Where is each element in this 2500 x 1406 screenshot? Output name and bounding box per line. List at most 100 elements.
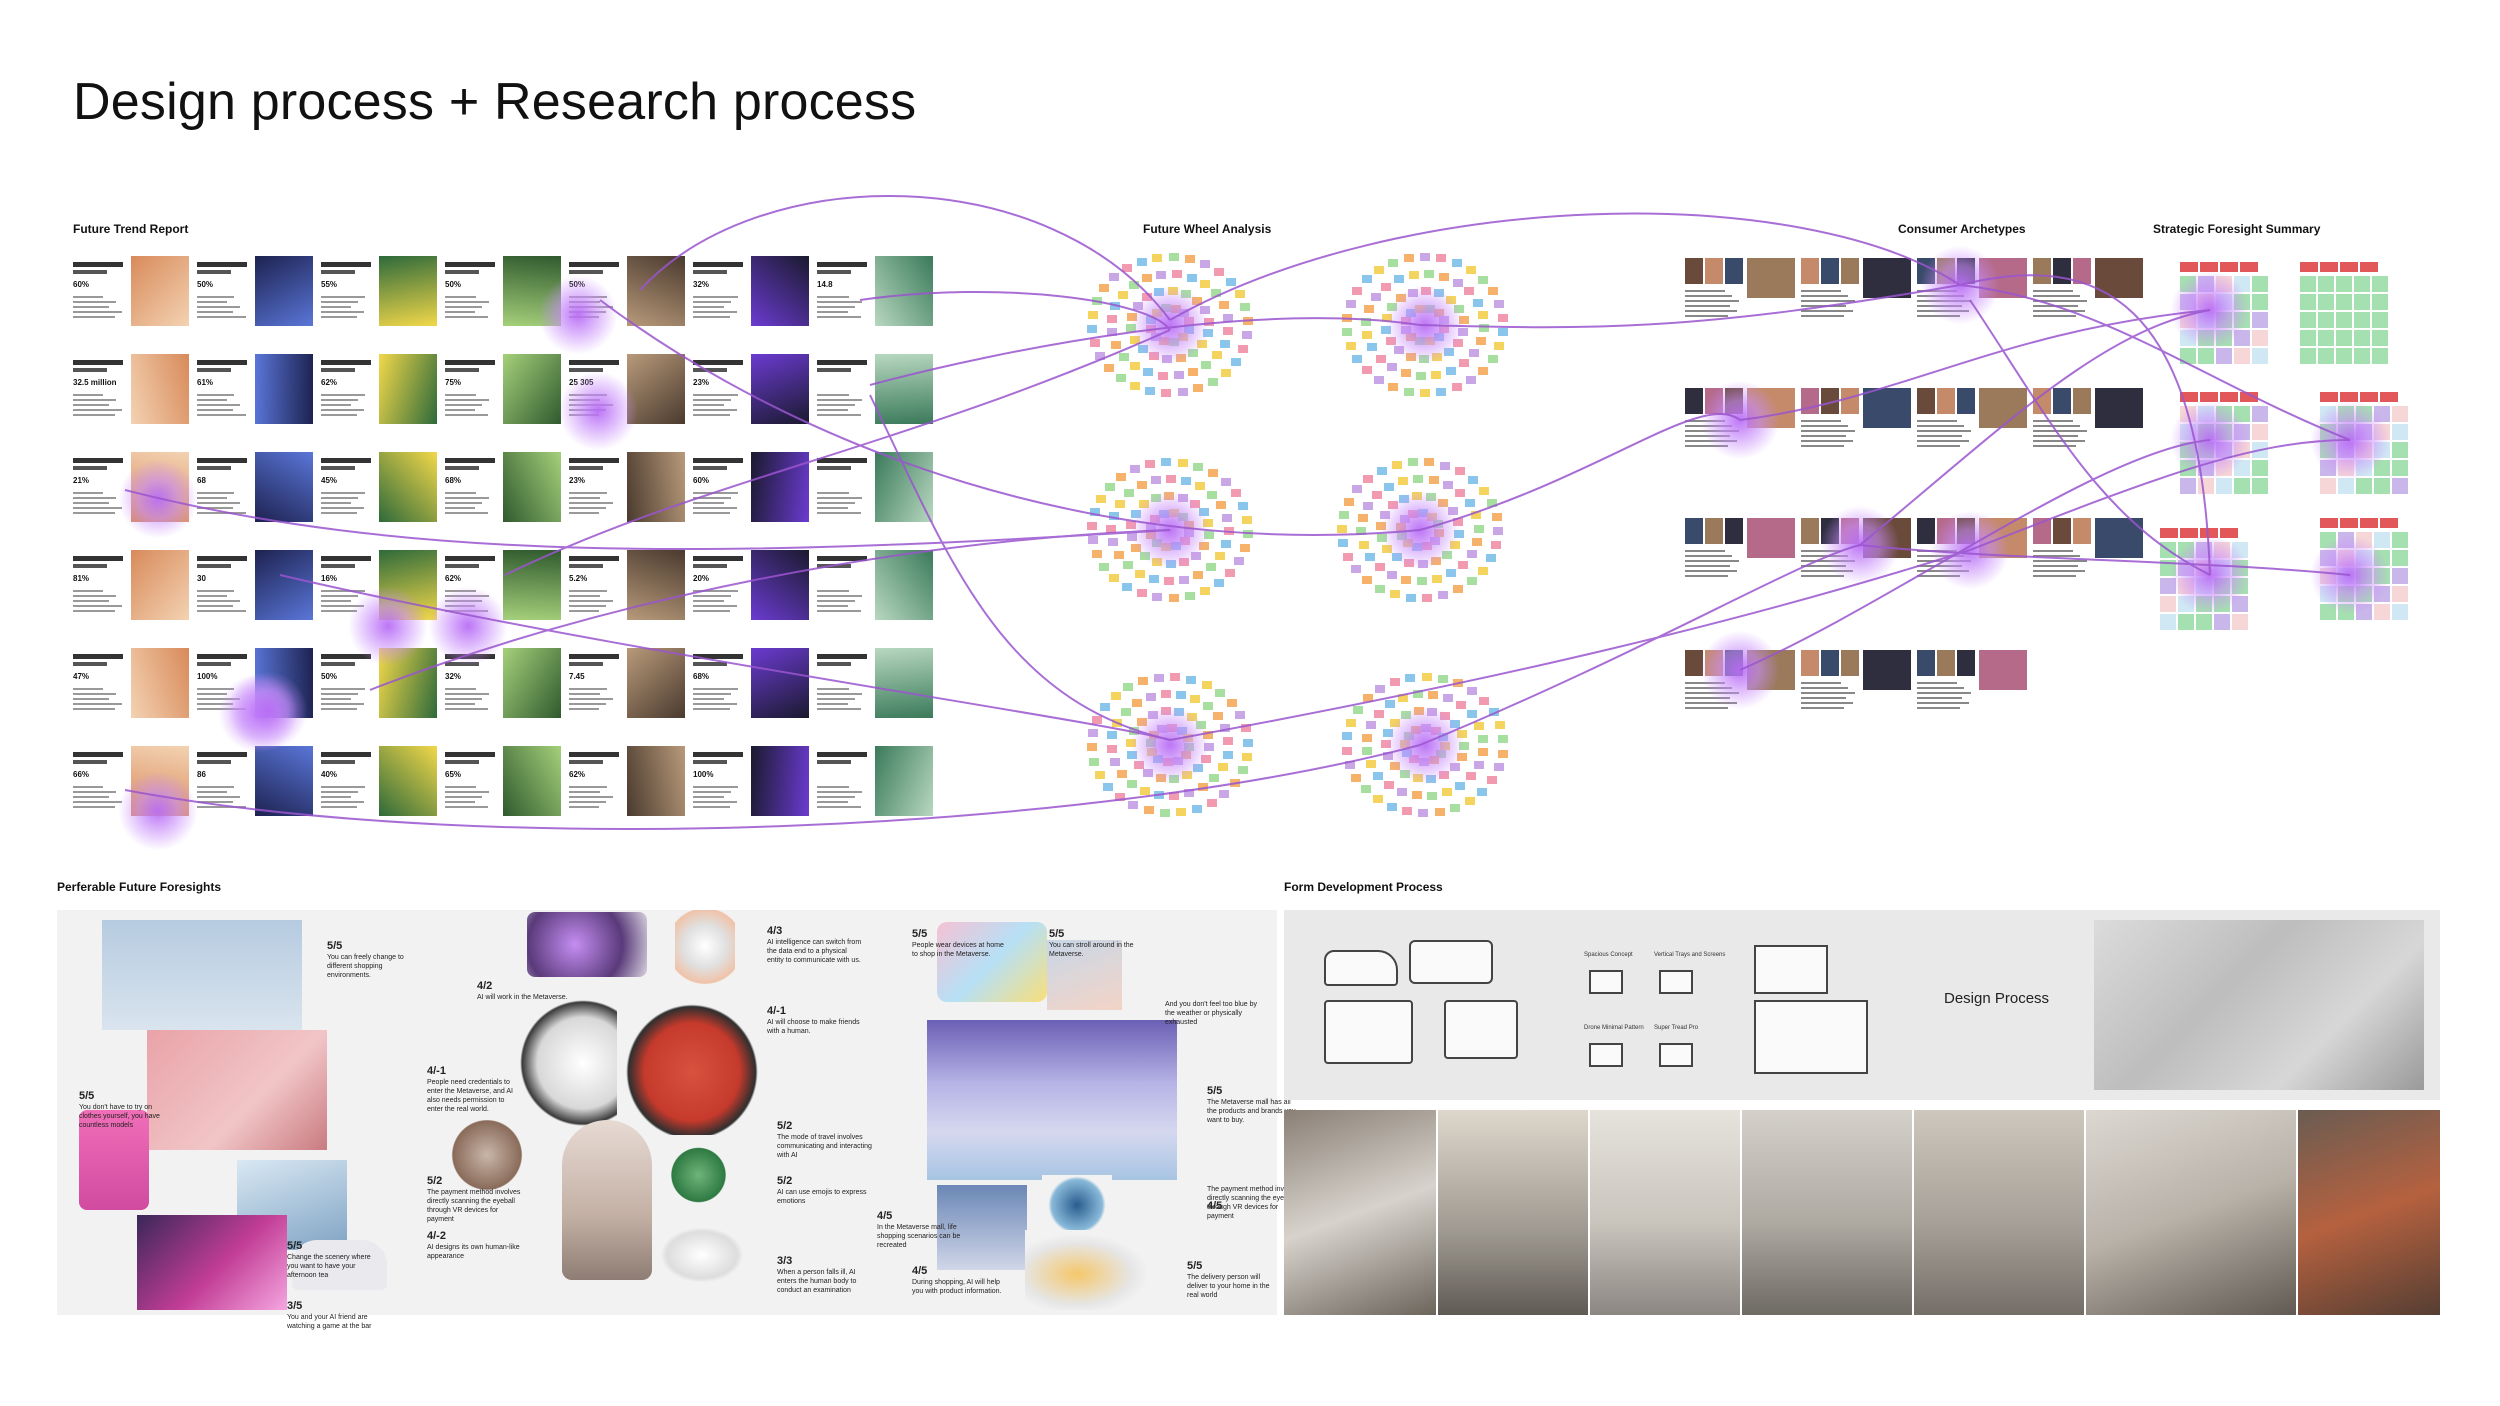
sticky-note [1372,795,1383,804]
sticky-note [1237,766,1248,775]
sticky-note [1193,462,1204,471]
sticky-note [1419,388,1430,397]
sticky-note [1169,791,1180,800]
sticky-note [1201,360,1212,369]
foresight-score: 4/3 [767,925,783,937]
trend-card: 68% [445,452,501,522]
home-shopping-image [937,922,1047,1002]
highlight-blob [428,586,508,666]
connection-line [1739,439,2211,671]
foresight-text: When a person falls ill, AI enters the h… [777,1269,857,1294]
sticky-note [1184,255,1195,264]
sticky-note [1126,779,1137,788]
sticky-note [1418,808,1429,817]
trend-card: 62% [321,354,377,424]
prototype-photo [1742,1110,1912,1315]
sticky-note [1086,522,1097,531]
sticky-note [1487,287,1498,296]
sticky-note [1338,511,1349,520]
sticky-note [1218,300,1229,309]
sticky-note [1152,593,1163,602]
sticky-note [1486,776,1497,785]
sticky-note [1154,673,1165,682]
connection-line [1969,299,2211,576]
sticky-note [1094,770,1105,779]
trend-stat: 62% [445,574,462,583]
shopping-environment-image [102,920,302,1030]
sticky-note [1345,341,1356,350]
eyeball-image [1042,1175,1112,1235]
sticky-note [1238,345,1249,354]
trend-image [875,550,933,620]
sticky-note [1343,497,1354,506]
seat-sketch [1659,970,1693,994]
sticky-note [1352,286,1363,295]
trend-stat: 68% [445,476,462,485]
sticky-note [1424,458,1435,467]
trend-card: 32% [693,256,749,326]
foresight-text: AI designs its own human-like appearance [427,1244,520,1260]
trend-card: 32.5 million [73,354,129,424]
sticky-note [1351,773,1362,782]
sticky-note [1464,287,1475,296]
foresight-text: In the Metaverse mall, life shopping sce… [877,1224,961,1249]
sticky-note [1405,674,1416,683]
sticky-note [1220,368,1231,377]
sticky-note [1158,371,1169,380]
future-wheel [1080,670,1260,820]
seat-sketch [1589,970,1623,994]
trend-stat: 50% [197,280,214,289]
sticky-note [1106,524,1117,533]
foresight-score: 4/-1 [427,1065,446,1077]
sticky-note [1436,387,1447,396]
sticky-note [1207,490,1218,499]
foresight-score: 5/5 [1187,1260,1203,1272]
connection-line [869,317,1421,386]
sticky-note [1407,458,1418,467]
sticky-note [1441,788,1452,797]
sticky-note [1161,458,1172,467]
sticky-note [1119,352,1130,361]
sticky-note [1128,801,1139,810]
sticky-note [1491,512,1502,521]
trend-image [875,452,933,522]
sticky-note [1177,388,1188,397]
sticky-note [1104,364,1115,373]
sticky-note [1213,579,1224,588]
sticky-note [1106,744,1117,753]
sticky-note [1159,808,1170,817]
pink-booth-image [79,1110,149,1210]
sticky-note [1242,752,1253,761]
foresight-text: AI can use emojis to express emotions [777,1189,867,1205]
sticky-note [1438,590,1449,599]
sticky-note [1497,735,1508,744]
prototype-photo [1438,1110,1588,1315]
form-development-sketches: Spacious Concept Vertical Trays and Scre… [1284,910,2440,1100]
sticky-note [1230,489,1241,498]
sticky-note [1422,593,1433,602]
trend-card [817,354,873,424]
foresight-score: 4/-1 [767,1005,786,1017]
sticky-note [1191,804,1202,813]
sticky-note [1388,383,1399,392]
foresight-text: The mode of travel involves communicatin… [777,1134,872,1159]
trend-stat: 61% [197,378,214,387]
sticky-note [1145,692,1156,701]
archetype-card [1685,518,1795,580]
trend-card: 30 [197,550,253,620]
trend-stat: 47% [73,672,90,681]
sticky-note [1220,724,1231,733]
sticky-note [1168,593,1179,602]
sticky-note [1139,786,1150,795]
sticky-note [1466,710,1477,719]
sticky-note [1219,339,1230,348]
connection-line [1959,274,2211,576]
sticky-note [1203,702,1214,711]
